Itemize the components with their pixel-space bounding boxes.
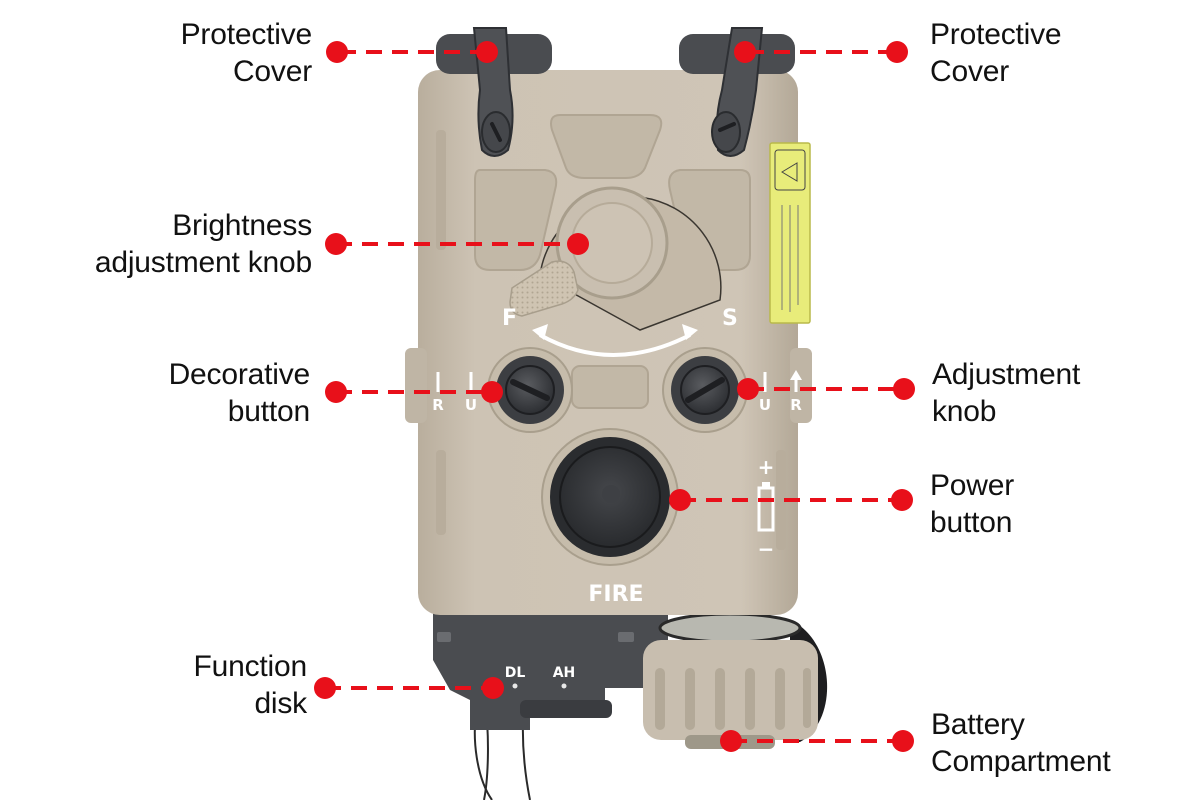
direction-marks: R U U R: [432, 370, 802, 414]
callout-dot: [326, 41, 348, 63]
callout-dot: [891, 489, 913, 511]
battery-symbol: + −: [757, 455, 775, 561]
callout-dot: [325, 233, 347, 255]
callout-dot: [481, 381, 503, 403]
callout-dot: [893, 378, 915, 400]
ah-mark: AH: [553, 665, 576, 681]
callout-dot: [734, 41, 756, 63]
adjustment-knob-part: [662, 347, 748, 433]
brightness-knob: F S: [502, 186, 738, 357]
callout-dot: [476, 41, 498, 63]
fire-mark: FIRE: [588, 582, 643, 607]
ah-indicator-dot: [561, 683, 567, 689]
callout-dot: [669, 489, 691, 511]
label-decorative-button: Decorative button: [168, 358, 311, 428]
svg-text:R: R: [432, 396, 444, 414]
callout-dot: [892, 730, 914, 752]
battery-cap: [643, 612, 828, 749]
label-battery-compartment: Battery Compartment: [931, 708, 1111, 778]
dl-indicator-dot: [512, 683, 518, 689]
callout-dot: [720, 730, 742, 752]
decorative-button-knob: [487, 347, 573, 433]
callout-dot: [737, 378, 759, 400]
slow-mark: S: [722, 306, 738, 331]
callout-dot: [325, 381, 347, 403]
callout-dot: [314, 677, 336, 699]
svg-text:−: −: [758, 537, 775, 561]
rotation-arrow: [539, 333, 691, 357]
label-protective-cover-left: Protective Cover: [180, 18, 313, 88]
label-power-button: Power button: [930, 469, 1015, 539]
knob-lever: [509, 260, 579, 317]
svg-text:U: U: [465, 396, 477, 414]
callout-dot: [482, 677, 504, 699]
callout-dot: [886, 41, 908, 63]
dl-mark: DL: [505, 665, 526, 681]
svg-text:+: +: [758, 455, 775, 479]
fast-mark: F: [502, 306, 517, 331]
label-protective-cover-right: Protective Cover: [930, 18, 1062, 88]
laser-warning-label: [769, 142, 811, 324]
callout-dot: [567, 233, 589, 255]
svg-text:R: R: [790, 396, 802, 414]
svg-text:U: U: [759, 396, 771, 414]
label-function-disk: Function disk: [193, 650, 308, 720]
fire-button: FIRE: [541, 428, 679, 607]
label-brightness-adjustment-knob: Brightness adjustment knob: [94, 209, 312, 279]
label-adjustment-knob: Adjustment knob: [932, 358, 1081, 428]
